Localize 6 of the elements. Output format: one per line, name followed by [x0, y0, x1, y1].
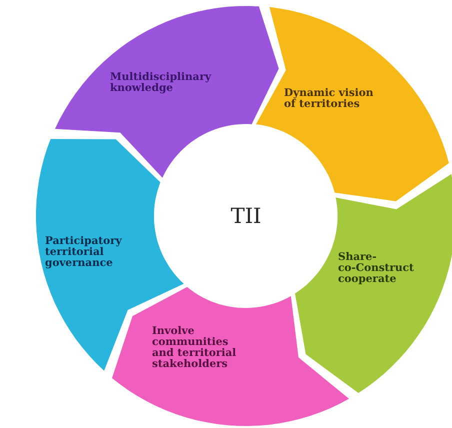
- segment-label: Involve communities and territorial stakeholders: [152, 326, 236, 370]
- segment-label: Share- co-Construct cooperate: [338, 252, 414, 285]
- segment-label: Dynamic vision of territories: [284, 88, 374, 110]
- segment-label: Participatory territorial governance: [44, 236, 122, 269]
- segment-label: Multidisciplinary knowledge: [110, 72, 212, 94]
- center-label: TII: [230, 204, 262, 228]
